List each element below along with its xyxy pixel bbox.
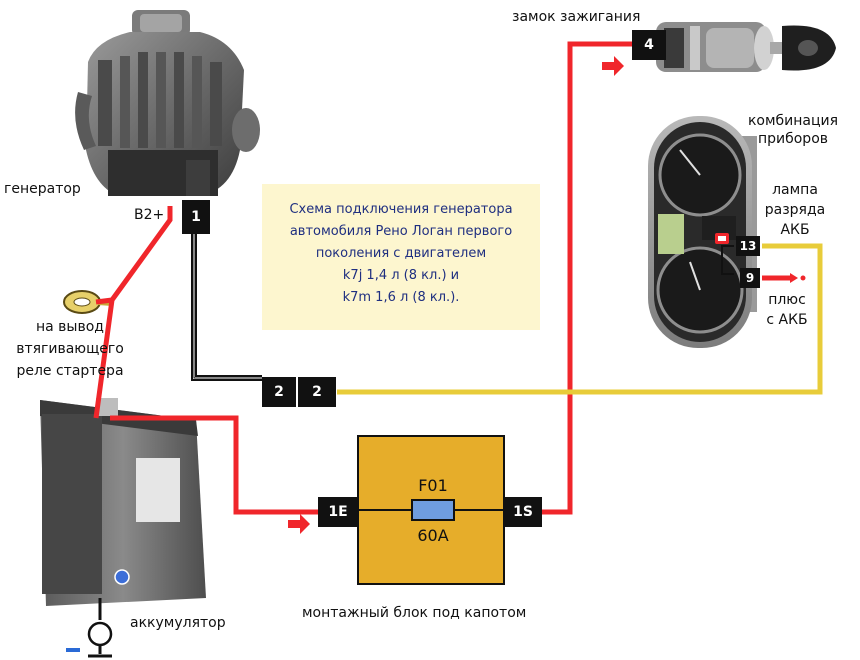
fuse-icon [411, 499, 455, 521]
ground-terminal-icon [66, 598, 113, 658]
ignition-key-icon [656, 22, 836, 72]
fuse-block-label: монтажный блок под капотом [302, 605, 527, 621]
connector-1: 1 [182, 200, 210, 234]
connector-2-right: 2 [298, 377, 336, 407]
battery-plus-label-line: плюс [768, 292, 806, 308]
starter-relay-label-line: втягивающего [16, 341, 124, 357]
arrow-icon [602, 56, 624, 76]
ignition-lock-label: замок зажигания [512, 9, 641, 25]
lamp-label-line: лампа [772, 182, 818, 198]
connector-9: 9 [740, 268, 760, 288]
excitation-wire [191, 234, 262, 381]
note-line: k7j 1,4 л (8 кл.) и [342, 268, 460, 283]
connector-2-left: 2 [262, 377, 296, 407]
diagram-note: Схема подключения генератора автомобиля … [262, 184, 540, 330]
lamp-label-line: АКБ [780, 222, 810, 238]
lamp-label: лампа разряда АКБ [756, 180, 834, 240]
b2plus-label: B2+ [134, 207, 165, 223]
power-wire-battery-fuse [110, 415, 318, 515]
power-wire-generator [93, 206, 173, 419]
battery-warning-lamp-icon [715, 233, 729, 244]
battery-plus-label-line: с АКБ [766, 312, 808, 328]
fuse-name: F01 [418, 476, 448, 495]
fuse-rating: 60A [417, 526, 449, 545]
note-line: автомобиля Рено Логан первого [289, 224, 513, 239]
arrow-icon [790, 273, 806, 283]
alternator-icon [75, 10, 260, 196]
cluster-label: комбинация приборов [736, 112, 850, 148]
starter-relay-label-line: на вывод [36, 319, 104, 335]
arrow-icon [288, 514, 310, 534]
power-wire-relay [95, 297, 113, 305]
connector-1s: 1S [504, 497, 542, 527]
connector-13: 13 [736, 236, 760, 256]
battery-plus-label: плюс с АКБ [754, 290, 820, 330]
cluster-label-line: комбинация [747, 113, 839, 129]
lamp-wiring [721, 245, 734, 275]
power-wire-fuse-ignition [542, 41, 632, 515]
note-line: поколения с двигателем [315, 246, 487, 261]
cluster-label-line: приборов [757, 131, 829, 147]
connector-4: 4 [632, 30, 666, 60]
lamp-label-line: разряда [764, 202, 826, 218]
starter-relay-label-line: реле стартера [16, 363, 124, 379]
battery-label: аккумулятор [130, 615, 226, 631]
note-line: k7m 1,6 л (8 кл.). [342, 290, 460, 305]
car-battery-icon [40, 398, 206, 606]
connector-1e: 1E [318, 497, 358, 527]
generator-label: генератор [4, 181, 81, 197]
signal-wire-cluster [337, 243, 823, 395]
starter-relay-label: на вывод втягивающего реле стартера [2, 316, 138, 382]
instrument-cluster-icon [648, 116, 757, 348]
note-line: Схема подключения генератора [289, 202, 513, 217]
